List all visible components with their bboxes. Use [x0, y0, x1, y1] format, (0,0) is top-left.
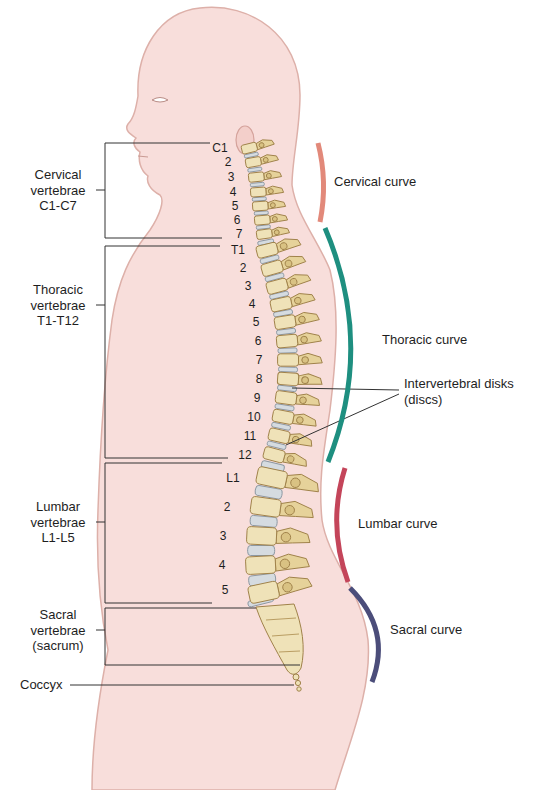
vertebra	[278, 353, 323, 366]
curve-label: Cervical curve	[334, 174, 416, 190]
vertebra-number: 6	[255, 334, 262, 348]
vertebra-number: 3	[245, 279, 252, 293]
disc	[252, 197, 266, 201]
vertebra-number: L1	[226, 471, 239, 485]
region-label: Coccyx	[20, 677, 63, 693]
coccyx-bone	[293, 674, 299, 680]
vertebra-number: C1	[212, 141, 227, 155]
thoracic-curve-arc	[325, 228, 351, 462]
curve-label: Thoracic curve	[382, 332, 467, 348]
vertebra-number: 2	[240, 261, 247, 275]
cervical-bracket	[96, 143, 222, 238]
vertebra	[250, 495, 315, 522]
vertebra-number: 5	[253, 315, 260, 329]
vertebra	[275, 390, 321, 409]
lumbar-bracket	[96, 463, 222, 603]
vertebra	[241, 137, 275, 154]
vertebra-number: 2	[225, 155, 232, 169]
disc	[250, 182, 264, 187]
bracket-group	[70, 143, 399, 685]
vertebra	[256, 226, 290, 240]
coccyx-leader	[70, 685, 294, 686]
vertebra	[262, 446, 308, 470]
vertebra	[255, 465, 321, 496]
region-label: Thoracic vertebrae T1-T12	[20, 282, 96, 329]
disc	[248, 546, 275, 556]
vertebra-number: 9	[254, 391, 261, 405]
vertebra-number: 8	[256, 372, 263, 386]
body-silhouette	[92, 7, 368, 790]
vertebra-number: 11	[244, 429, 256, 443]
vertebra	[265, 271, 311, 295]
cervical-curve-arc	[318, 143, 324, 222]
vertebra-number: 3	[220, 529, 227, 543]
vertebra-number: 7	[236, 227, 243, 241]
vertebra	[269, 291, 315, 313]
vertebra	[268, 427, 314, 450]
coccyx-bone	[297, 687, 301, 691]
vertebra-number: T1	[231, 243, 245, 257]
vertebra-number: 4	[249, 297, 256, 311]
vertebra	[254, 213, 288, 225]
disc	[278, 367, 297, 372]
sacrum	[256, 604, 303, 674]
vertebra-number: 5	[222, 583, 229, 597]
vertebra-number: 2	[224, 500, 231, 514]
vertebra	[272, 408, 318, 429]
region-label: Cervical vertebrae C1-C7	[20, 167, 96, 214]
vertebra	[250, 185, 283, 197]
thoracic-bracket	[96, 246, 228, 458]
sacral-curve-arc	[350, 588, 378, 682]
vertebra-group	[241, 137, 323, 604]
vertebra-number: 6	[234, 213, 241, 227]
lumbar-curve-arc	[337, 468, 348, 582]
vertebra-number: 4	[230, 185, 237, 199]
vertebra-number: 4	[219, 558, 226, 572]
vertebra	[248, 170, 282, 183]
region-label: Lumbar vertebrae L1-L5	[20, 499, 96, 546]
vertebra-number: 3	[228, 170, 235, 184]
eye	[152, 98, 168, 103]
vertebra	[247, 573, 313, 604]
vertebra	[260, 252, 306, 277]
vertebra-number: 5	[232, 199, 239, 213]
vertebra	[245, 153, 279, 168]
vertebra	[246, 526, 310, 548]
vertebra-number: 12	[238, 448, 251, 462]
curve-label: Lumbar curve	[358, 516, 437, 532]
vertebra	[252, 199, 285, 211]
vertebra-number: 10	[247, 410, 260, 424]
vertebra-number: 7	[256, 353, 263, 367]
vertebra	[245, 553, 309, 575]
vertebra	[255, 236, 301, 259]
vertebra	[277, 372, 322, 388]
sacral-bracket	[96, 608, 300, 665]
mouth	[138, 156, 148, 157]
vertebra	[276, 331, 322, 348]
callout-label: Intervertebral disks (discs)	[404, 376, 516, 407]
vertebra	[274, 310, 320, 330]
curve-label: Sacral curve	[390, 622, 462, 638]
region-label: Sacral vertebrae (sacrum)	[20, 607, 96, 654]
disc	[254, 211, 268, 215]
disc	[278, 348, 297, 353]
sacrum-ridge	[266, 618, 300, 652]
coccyx-bone	[295, 680, 300, 685]
